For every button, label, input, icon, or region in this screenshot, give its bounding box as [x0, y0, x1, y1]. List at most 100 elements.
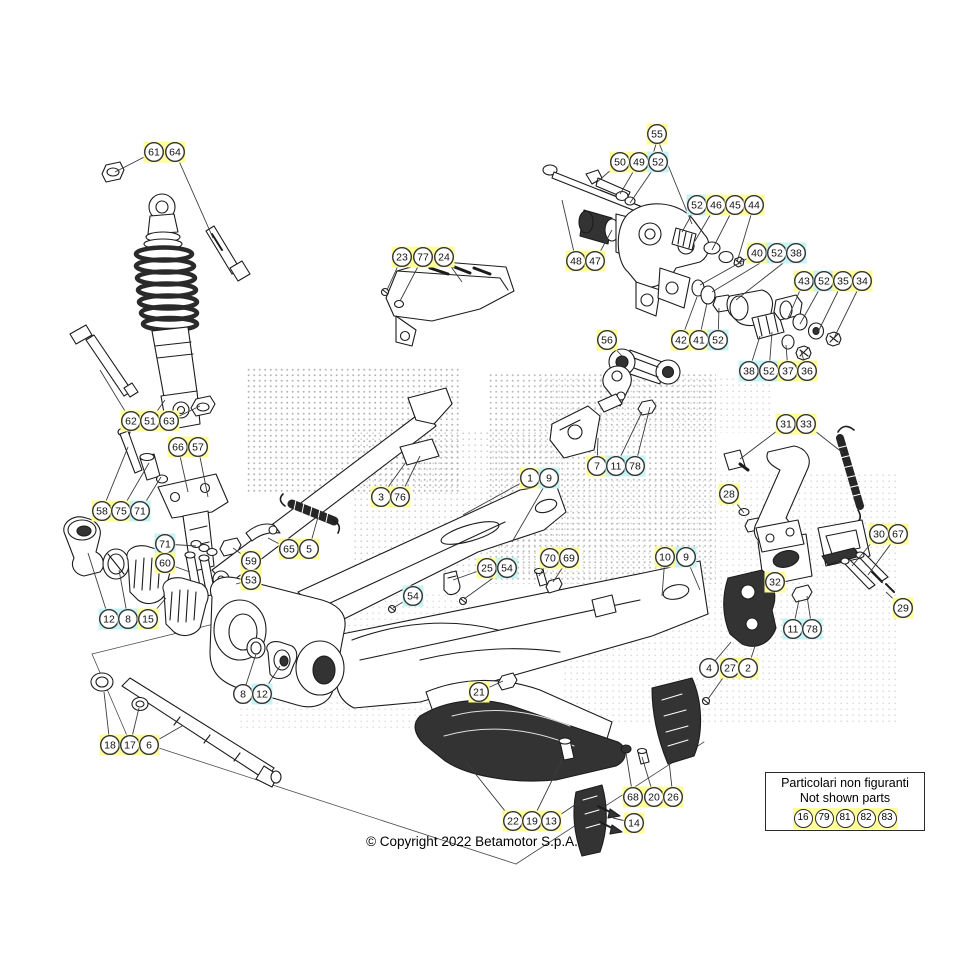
- callout-65[interactable]: 65: [278, 538, 300, 560]
- callout-14[interactable]: 14: [623, 812, 645, 834]
- svg-text:49: 49: [633, 157, 645, 169]
- callout-8[interactable]: 8: [117, 608, 139, 630]
- callout-20[interactable]: 20: [643, 786, 665, 808]
- callout-44[interactable]: 44: [743, 194, 765, 216]
- callout-32[interactable]: 32: [764, 571, 786, 593]
- callout-22[interactable]: 22: [502, 810, 524, 832]
- callout-76[interactable]: 76: [389, 486, 411, 508]
- callout-5[interactable]: 5: [298, 538, 320, 560]
- callout-52[interactable]: 52: [758, 360, 780, 382]
- callout-30[interactable]: 30: [868, 523, 890, 545]
- callout-41[interactable]: 41: [688, 329, 710, 351]
- callout-18[interactable]: 18: [99, 734, 121, 756]
- callout-8[interactable]: 8: [232, 684, 253, 705]
- callout-12[interactable]: 12: [251, 683, 273, 705]
- callout-34[interactable]: 34: [851, 270, 873, 292]
- callout-23[interactable]: 23: [391, 246, 413, 268]
- callout-29[interactable]: 29: [892, 597, 914, 619]
- callout-4[interactable]: 4: [699, 658, 720, 679]
- callout-6[interactable]: 6: [138, 734, 160, 756]
- svg-text:61: 61: [148, 147, 160, 159]
- callout-11[interactable]: 11: [605, 455, 627, 477]
- callout-68[interactable]: 68: [622, 786, 644, 808]
- callout-3[interactable]: 3: [370, 486, 392, 508]
- svg-text:71: 71: [159, 539, 171, 551]
- callout-43[interactable]: 43: [793, 270, 815, 292]
- callout-17[interactable]: 17: [119, 734, 141, 756]
- callout-47[interactable]: 47: [584, 250, 606, 272]
- callout-52[interactable]: 52: [813, 270, 835, 292]
- callout-53[interactable]: 53: [240, 569, 262, 591]
- callout-54[interactable]: 54: [496, 557, 518, 579]
- callout-52[interactable]: 52: [647, 151, 669, 173]
- chain-guard-lower: [573, 784, 607, 857]
- svg-text:11: 11: [788, 624, 799, 636]
- callout-13[interactable]: 13: [540, 810, 562, 832]
- svg-text:50: 50: [614, 157, 626, 169]
- callout-59[interactable]: 59: [240, 550, 262, 572]
- callout-21[interactable]: 21: [468, 681, 490, 703]
- callout-56[interactable]: 56: [596, 329, 618, 351]
- callout-75[interactable]: 75: [110, 500, 132, 522]
- callout-40[interactable]: 40: [746, 242, 768, 264]
- not-shown-item: 83: [876, 807, 898, 829]
- callout-7[interactable]: 7: [586, 455, 608, 477]
- callout-52[interactable]: 52: [686, 194, 708, 216]
- callout-52[interactable]: 52: [766, 242, 788, 264]
- callout-24[interactable]: 24: [433, 246, 455, 268]
- callout-1[interactable]: 1: [519, 467, 541, 489]
- callout-70[interactable]: 70: [539, 547, 561, 569]
- callout-64[interactable]: 64: [164, 141, 186, 163]
- callout-42[interactable]: 42: [670, 329, 692, 351]
- callout-66[interactable]: 66: [167, 436, 189, 458]
- callout-25[interactable]: 25: [476, 557, 498, 579]
- svg-text:45: 45: [729, 200, 741, 212]
- callout-45[interactable]: 45: [724, 194, 746, 216]
- callout-52[interactable]: 52: [707, 329, 729, 351]
- callout-38[interactable]: 38: [785, 242, 807, 264]
- svg-text:33: 33: [800, 419, 812, 431]
- callout-15[interactable]: 15: [137, 608, 159, 630]
- callout-35[interactable]: 35: [832, 270, 854, 292]
- callout-33[interactable]: 33: [795, 413, 817, 435]
- callout-62[interactable]: 62: [120, 410, 142, 432]
- callout-19[interactable]: 19: [521, 810, 543, 832]
- callout-10[interactable]: 10: [654, 546, 676, 568]
- callout-78[interactable]: 78: [624, 455, 646, 477]
- callout-78[interactable]: 78: [801, 618, 823, 640]
- callout-9[interactable]: 9: [538, 467, 560, 489]
- callout-58[interactable]: 58: [91, 500, 113, 522]
- needle-bearing-2: [162, 577, 209, 637]
- callout-71[interactable]: 71: [154, 533, 176, 555]
- callout-27[interactable]: 27: [719, 657, 741, 679]
- callout-46[interactable]: 46: [705, 194, 727, 216]
- callout-48[interactable]: 48: [565, 250, 587, 272]
- callout-55[interactable]: 55: [646, 123, 668, 145]
- callout-77[interactable]: 77: [412, 246, 434, 268]
- callout-12[interactable]: 12: [98, 608, 120, 630]
- callout-36[interactable]: 36: [796, 360, 818, 382]
- callout-49[interactable]: 49: [628, 151, 650, 173]
- callout-11[interactable]: 11: [782, 618, 804, 640]
- callout-2[interactable]: 2: [737, 657, 759, 679]
- callout-69[interactable]: 69: [558, 547, 580, 569]
- callout-67[interactable]: 67: [887, 523, 909, 545]
- callout-63[interactable]: 63: [158, 410, 180, 432]
- callout-9[interactable]: 9: [675, 546, 697, 568]
- callout-50[interactable]: 50: [609, 151, 631, 173]
- callout-60[interactable]: 60: [154, 552, 176, 574]
- callout-38[interactable]: 38: [738, 360, 760, 382]
- callout-26[interactable]: 26: [662, 786, 684, 808]
- callout-71[interactable]: 71: [129, 500, 151, 522]
- callout-37[interactable]: 37: [777, 360, 799, 382]
- callout-57[interactable]: 57: [187, 436, 209, 458]
- callout-54[interactable]: 54: [402, 585, 424, 607]
- brake-hose-bracket: [549, 393, 623, 459]
- callout-31[interactable]: 31: [775, 413, 797, 435]
- copyright-text: © Copyright 2022 Betamotor S.p.A.: [366, 834, 578, 849]
- callout-28[interactable]: 28: [718, 483, 740, 505]
- callout-51[interactable]: 51: [139, 410, 161, 432]
- svg-text:8: 8: [240, 689, 246, 701]
- svg-text:44: 44: [748, 200, 760, 212]
- callout-61[interactable]: 61: [143, 141, 165, 163]
